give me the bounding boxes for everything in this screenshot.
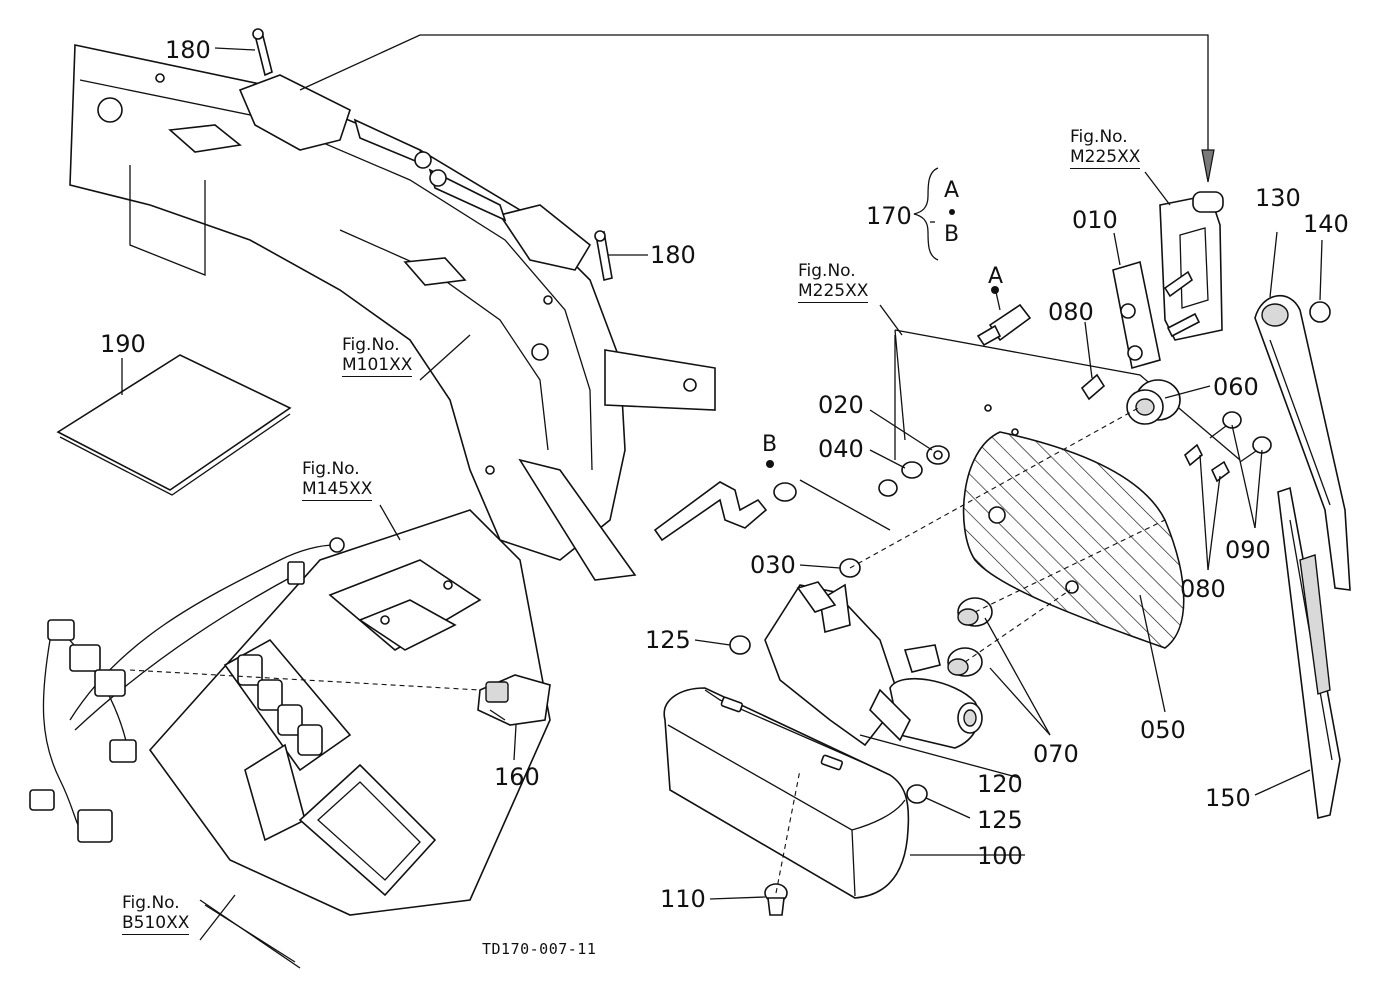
washer-hose — [653, 481, 797, 542]
decal-sheet — [56, 354, 292, 496]
label-080-upper: 080 — [1048, 298, 1094, 326]
cotter-pin-upper — [252, 28, 273, 77]
reference-arrow — [299, 34, 1215, 183]
dot-separator — [949, 209, 955, 215]
figure-ref-harness: Fig.No. B510XX — [122, 893, 190, 936]
label-040: 040 — [818, 435, 864, 463]
wiring-harness — [29, 537, 345, 843]
figure-ref-code: B510XX — [122, 913, 190, 936]
washer-040 — [901, 461, 923, 479]
label-030: 030 — [750, 551, 796, 579]
rocker-switch — [477, 674, 551, 726]
arm-nut — [1309, 301, 1331, 323]
label-190: 190 — [100, 330, 146, 358]
nut-040 — [878, 479, 898, 497]
nut-125-right — [906, 784, 928, 804]
label-050: 050 — [1140, 716, 1186, 744]
figure-ref-top-right: Fig.No. M225XX — [1070, 127, 1141, 170]
label-180-lower: 180 — [650, 241, 696, 269]
switch-leader — [129, 669, 481, 691]
label-090: 090 — [1225, 536, 1271, 564]
figure-ref-console: Fig.No. M145XX — [302, 459, 373, 502]
wiper-arm — [1254, 294, 1351, 591]
spacer-upper — [1080, 373, 1106, 401]
label-070: 070 — [1033, 740, 1079, 768]
figure-ref-code: M101XX — [342, 355, 413, 378]
cotter-pin-lower — [594, 230, 613, 281]
wiper-bracket — [1159, 191, 1224, 341]
label-170: 170 — [866, 202, 912, 230]
figure-ref-code: M225XX — [798, 281, 869, 304]
motor-cover — [663, 687, 910, 899]
label-110: 110 — [660, 885, 706, 913]
label-100: 100 — [977, 842, 1023, 870]
spacer-lower-2 — [1210, 460, 1231, 483]
cab-roof-frame — [69, 44, 716, 581]
label-125-right: 125 — [977, 806, 1023, 834]
drawing-code: TD170-007-11 — [482, 940, 597, 958]
figure-ref-caption: Fig.No. — [1070, 127, 1128, 147]
label-130: 130 — [1255, 184, 1301, 212]
letter-b-brace: B — [944, 222, 960, 247]
console-panel — [148, 509, 551, 969]
letter-b-marker: B — [762, 432, 778, 457]
wiper-motor — [764, 581, 983, 749]
rubber-grommet — [1126, 379, 1181, 425]
pivot-pin — [976, 303, 1032, 347]
marker-dot-b — [766, 460, 774, 468]
label-020: 020 — [818, 391, 864, 419]
rear-glass-outline — [894, 329, 1241, 461]
figure-ref-middle: Fig.No. M225XX — [798, 261, 869, 304]
figure-ref-frame: Fig.No. M101XX — [342, 335, 413, 378]
figure-ref-code: M145XX — [302, 479, 373, 502]
label-060: 060 — [1213, 373, 1259, 401]
figure-ref-caption: Fig.No. — [302, 459, 360, 479]
spacer-lower-1 — [1184, 443, 1203, 467]
label-160: 160 — [494, 763, 540, 791]
label-125-left: 125 — [645, 626, 691, 654]
marker-dot-a — [991, 286, 999, 294]
figure-ref-caption: Fig.No. — [798, 261, 856, 281]
label-180-upper: 180 — [165, 36, 211, 64]
wiper-blade — [1277, 486, 1341, 819]
label-120: 120 — [977, 770, 1023, 798]
screws — [1209, 411, 1272, 463]
push-clip — [764, 883, 788, 916]
letter-a-marker: A — [988, 264, 1004, 289]
label-150: 150 — [1205, 784, 1251, 812]
leader-lines — [121, 47, 1323, 941]
nut-125-left — [729, 635, 751, 655]
figure-ref-caption: Fig.No. — [122, 893, 180, 913]
label-080-lower: 080 — [1180, 575, 1226, 603]
label-010: 010 — [1072, 206, 1118, 234]
label-140: 140 — [1303, 210, 1349, 238]
figure-ref-caption: Fig.No. — [342, 335, 400, 355]
hatched-gasket — [962, 431, 1185, 649]
figure-ref-code: M225XX — [1070, 147, 1141, 170]
mount-plate — [1112, 260, 1201, 370]
brace-170 — [913, 167, 939, 261]
letter-a-brace: A — [944, 178, 960, 203]
